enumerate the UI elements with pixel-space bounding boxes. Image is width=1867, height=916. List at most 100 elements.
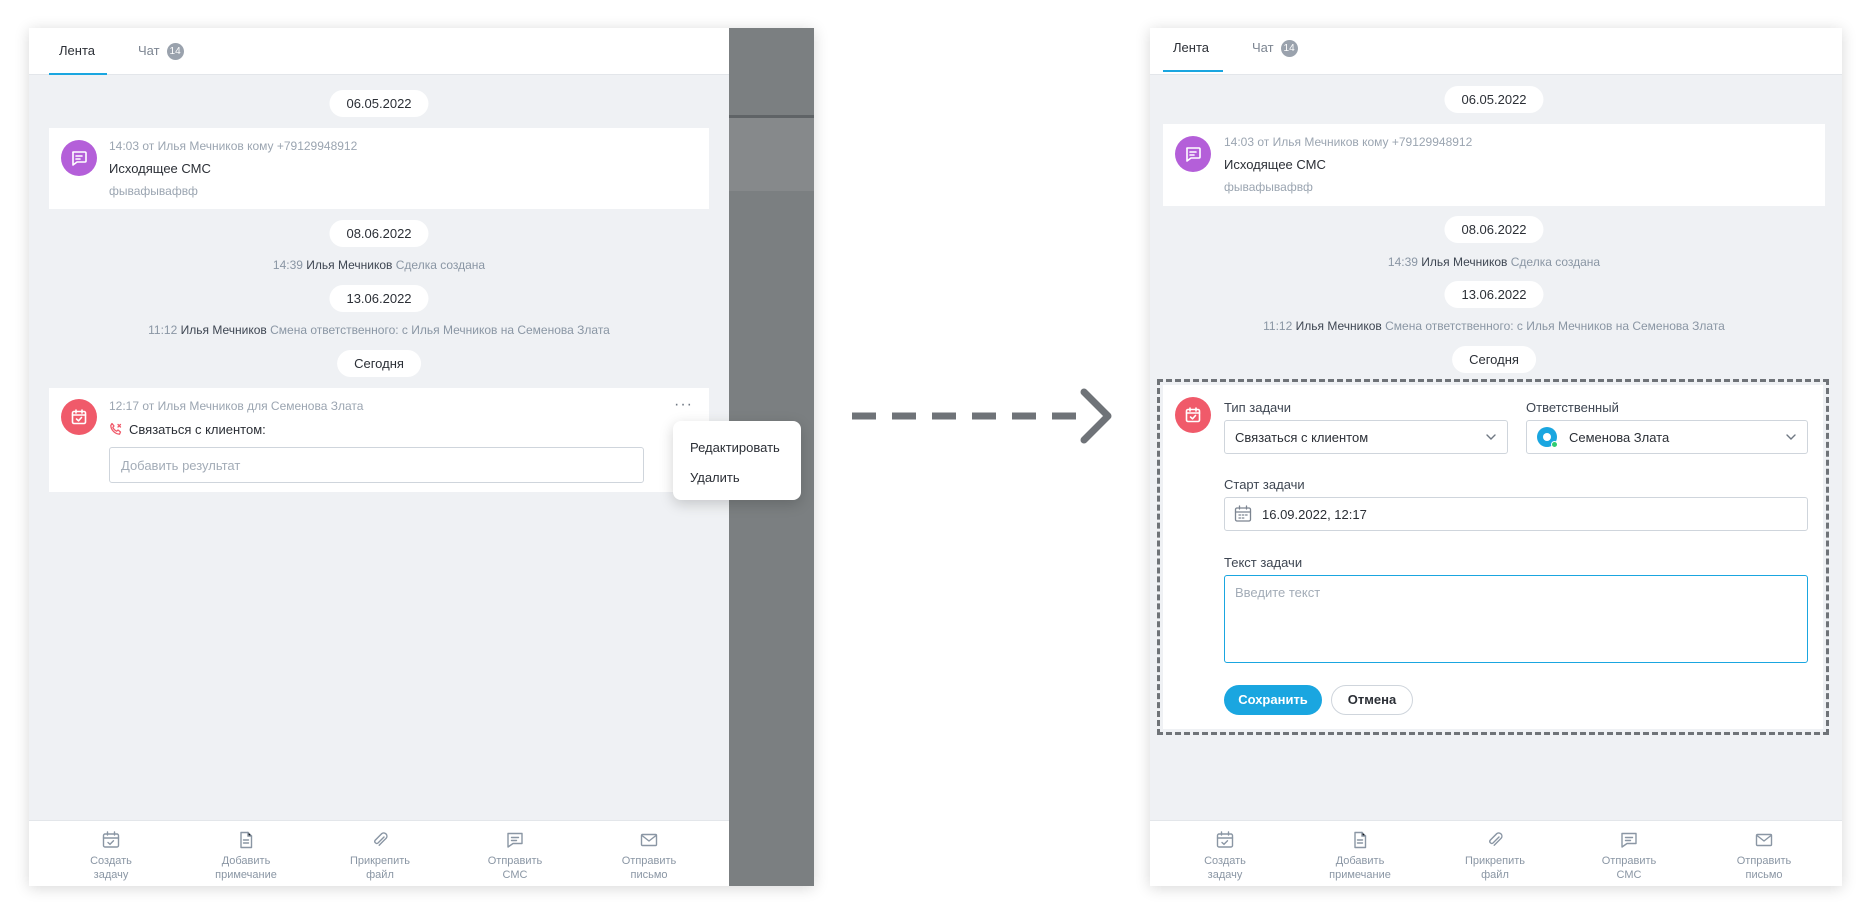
tab-chat-label: Чат	[1252, 40, 1274, 55]
create-task-label: Создать	[1204, 855, 1246, 867]
attach-file-label-2: файл	[1481, 869, 1509, 881]
menu-item-edit[interactable]: Редактировать	[690, 440, 780, 455]
tab-chat[interactable]: Чат 14	[1252, 40, 1298, 72]
responsible-select[interactable]: Семенова Злата	[1526, 420, 1808, 454]
event-time: 11:12	[148, 323, 178, 337]
sms-meta: 14:03 от Илья Мечников кому +79129948912	[109, 139, 358, 153]
message-icon	[507, 832, 523, 848]
task-meta: 12:17 от Илья Мечников для Семенова Злат…	[109, 399, 364, 413]
task-start-value: 16.09.2022, 12:17	[1262, 506, 1367, 522]
send-email-button[interactable]: Отправить письмо	[1709, 830, 1819, 882]
attach-file-button[interactable]: Прикрепить файл	[1440, 830, 1550, 882]
date-separator: 06.05.2022	[1444, 86, 1544, 113]
sms-card: 14:03 от Илья Мечников кому +79129948912…	[49, 128, 709, 209]
calendar-check-icon	[1175, 397, 1211, 433]
tab-feed-label: Лента	[59, 43, 95, 58]
attach-file-button[interactable]: Прикрепить файл	[325, 830, 435, 882]
chevron-down-icon	[1786, 434, 1796, 440]
chevron-down-icon	[1486, 434, 1496, 440]
responsible-value: Семенова Злата	[1569, 429, 1670, 445]
sms-title: Исходящее СМС	[1224, 157, 1326, 172]
document-icon	[1354, 831, 1367, 849]
create-task-label-2: задачу	[93, 869, 129, 881]
cancel-button[interactable]: Отмена	[1331, 685, 1413, 715]
backdrop-band	[729, 115, 814, 191]
create-task-button[interactable]: Создать задачу	[1170, 830, 1280, 882]
phone-icon	[109, 422, 123, 441]
result-input[interactable]: Добавить результат	[109, 447, 644, 483]
date-separator: 06.05.2022	[329, 90, 429, 117]
bottom-action-bar: Создать задачу Добавить примечание Прикреп…	[1150, 820, 1842, 886]
task-type-label: Тип задачи	[1224, 400, 1292, 415]
calendar-check-icon	[1216, 831, 1234, 848]
event-description: Сделка создана	[1510, 255, 1601, 269]
attach-file-label: Прикрепить	[349, 855, 411, 867]
event-actor: Илья Мечников	[1295, 319, 1382, 333]
date-separator-today: Сегодня	[337, 350, 421, 377]
date-separator: 08.06.2022	[329, 220, 429, 247]
more-options-icon[interactable]: ···	[674, 396, 693, 413]
tab-chat-label: Чат	[138, 43, 160, 58]
add-note-label-2: примечание	[1329, 869, 1391, 881]
event-description: Сделка создана	[395, 258, 486, 272]
event-time: 14:39	[272, 258, 303, 272]
envelope-icon	[640, 833, 658, 847]
send-email-label: Отправить	[1736, 855, 1792, 867]
send-email-label: Отправить	[621, 855, 677, 867]
sms-meta: 14:03 от Илья Мечников кому +79129948912	[1224, 135, 1473, 149]
create-task-button[interactable]: Создать задачу	[56, 830, 166, 882]
avatar	[1537, 427, 1558, 448]
date-separator: 13.06.2022	[329, 285, 429, 312]
event-description: Смена ответственного: с Илья Мечников на…	[1385, 319, 1725, 333]
event-actor: Илья Мечников	[180, 323, 267, 337]
tab-feed[interactable]: Лента	[49, 43, 107, 75]
send-email-label-2: письмо	[1745, 869, 1783, 881]
message-icon	[1621, 832, 1637, 848]
date-separator-today: Сегодня	[1452, 346, 1536, 373]
task-start-input[interactable]: 16.09.2022, 12:17	[1224, 497, 1808, 531]
date-separator: 13.06.2022	[1444, 281, 1544, 308]
calendar-check-icon	[61, 399, 97, 435]
add-note-label-2: примечание	[215, 869, 277, 881]
date-separator: 08.06.2022	[1444, 216, 1544, 243]
add-note-label: Добавить	[1335, 855, 1385, 867]
sms-card: 14:03 от Илья Мечников кому +79129948912…	[1163, 124, 1825, 206]
message-icon	[61, 140, 97, 176]
task-type-select[interactable]: Связаться с клиентом	[1224, 420, 1508, 454]
responsible-label: Ответственный	[1526, 400, 1619, 415]
send-sms-label-2: СМС	[1616, 869, 1642, 881]
save-button[interactable]: Сохранить	[1224, 685, 1322, 715]
chat-count-badge: 14	[1280, 40, 1298, 57]
create-task-label-2: задачу	[1207, 869, 1243, 881]
send-sms-label: Отправить	[487, 855, 543, 867]
event-actor: Илья Мечников	[306, 258, 393, 272]
send-sms-label-2: СМС	[502, 869, 528, 881]
edit-task-form: Тип задачи Связаться с клиентом Ответств…	[1163, 385, 1823, 729]
task-card: 12:17 от Илья Мечников для Семенова Злат…	[49, 388, 728, 492]
event-time: 14:39	[1387, 255, 1418, 269]
task-text-area[interactable]: Введите текст	[1224, 575, 1808, 663]
attach-file-label-2: файл	[366, 869, 394, 881]
create-task-label: Создать	[90, 855, 132, 867]
attach-file-label: Прикрепить	[1464, 855, 1526, 867]
sms-title: Исходящее СМС	[109, 161, 211, 176]
tab-feed[interactable]: Лента	[1163, 40, 1223, 72]
calendar-icon	[1234, 505, 1252, 522]
tab-bar: Лента Чат 14	[1150, 28, 1842, 75]
menu-item-delete[interactable]: Удалить	[690, 470, 740, 485]
add-note-button[interactable]: Добавить примечание	[1305, 830, 1415, 882]
edit-task-highlight	[1157, 379, 1829, 735]
event-actor: Илья Мечников	[1421, 255, 1508, 269]
task-type-value: Связаться с клиентом	[1235, 429, 1369, 445]
sms-body: фывафывафвф	[109, 184, 198, 198]
event-line: 14:39 Илья Мечников Сделка создана	[1388, 255, 1600, 269]
task-title: Связаться с клиентом:	[129, 422, 266, 437]
